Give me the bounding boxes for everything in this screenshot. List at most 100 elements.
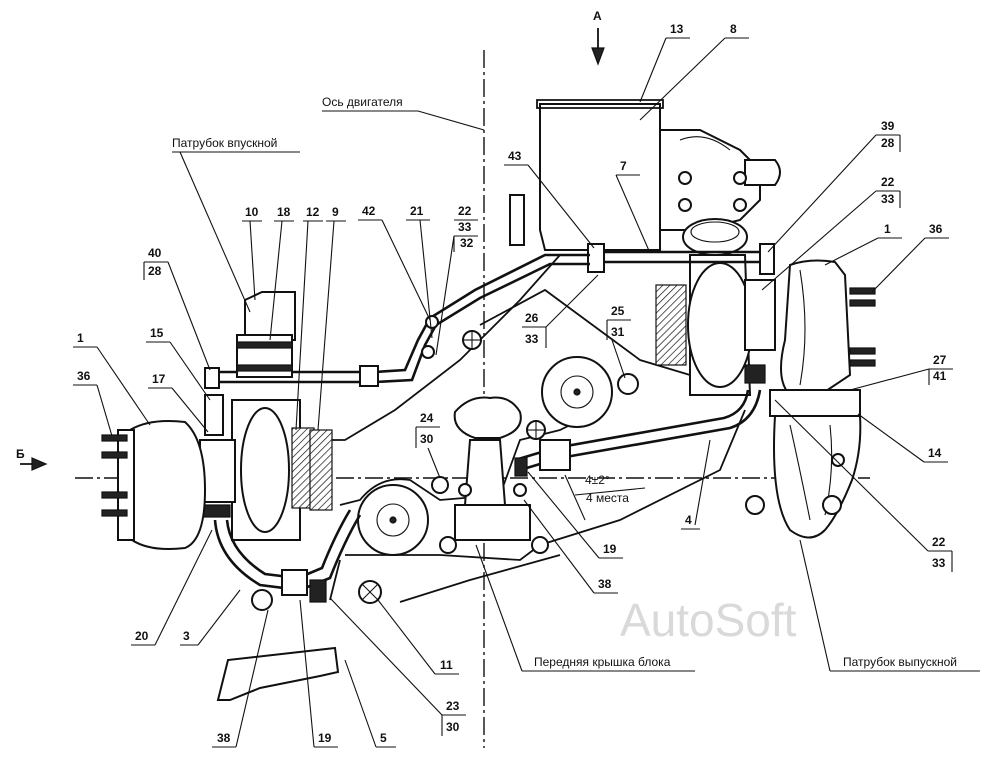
- svg-text:25: 25: [611, 304, 625, 318]
- callout-40-28: 40 28: [143, 246, 211, 371]
- callout-19-mid: 19: [527, 471, 623, 559]
- callout-3: 3: [180, 589, 241, 646]
- svg-text:19: 19: [603, 542, 617, 556]
- callout-9: 9: [317, 205, 346, 431]
- svg-text:Передняя крышка блока: Передняя крышка блока: [534, 655, 671, 669]
- svg-text:42: 42: [362, 204, 376, 218]
- svg-text:20: 20: [135, 629, 149, 643]
- callout-24-30: 24 30: [415, 411, 441, 479]
- callout-36-left: 36: [73, 369, 113, 437]
- svg-text:4: 4: [685, 513, 692, 527]
- svg-text:13: 13: [670, 22, 684, 36]
- caption-intake-pipe: Патрубок впускной: [172, 136, 300, 313]
- callout-14: 14: [857, 413, 948, 463]
- svg-text:22: 22: [458, 204, 472, 218]
- svg-text:17: 17: [152, 372, 166, 386]
- callout-38-bot: 38: [212, 609, 269, 748]
- svg-text:19: 19: [318, 731, 332, 745]
- callout-10: 10: [242, 205, 262, 301]
- callout-22-33-mid: 22 33: [761, 175, 901, 291]
- pulley-right: [541, 356, 613, 428]
- callout-25-31: 25 31: [606, 304, 631, 379]
- callout-7: 7: [615, 159, 651, 254]
- svg-text:39: 39: [881, 119, 895, 133]
- callout-13: 13: [639, 22, 690, 103]
- svg-text:32: 32: [460, 236, 474, 250]
- callout-42: 42: [358, 204, 431, 321]
- callout-8: 8: [639, 22, 749, 121]
- callout-22-33-bot: 22 33: [774, 399, 953, 572]
- view-a-label: А: [593, 9, 602, 23]
- angle-places: 4 места: [586, 491, 629, 505]
- svg-text:33: 33: [881, 192, 895, 206]
- callout-15: 15: [146, 326, 211, 401]
- studs-36-right: [849, 287, 876, 367]
- svg-text:21: 21: [410, 204, 424, 218]
- svg-text:23: 23: [446, 699, 460, 713]
- svg-text:8: 8: [730, 22, 737, 36]
- svg-text:33: 33: [525, 332, 539, 346]
- callout-1-left: 1: [73, 331, 151, 426]
- callout-19-bot: 19: [299, 599, 338, 748]
- svg-text:27: 27: [933, 353, 947, 367]
- callout-36-right: 36: [871, 222, 949, 293]
- svg-text:1: 1: [77, 331, 84, 345]
- svg-text:9: 9: [332, 205, 339, 219]
- oil-line-42: [204, 253, 590, 389]
- oil-line-7: [587, 243, 775, 275]
- callout-1-right: 1: [824, 222, 902, 266]
- callout-5: 5: [344, 659, 396, 748]
- svg-text:22: 22: [881, 175, 895, 189]
- svg-text:Ось двигателя: Ось двигателя: [322, 95, 403, 109]
- svg-text:30: 30: [420, 432, 434, 446]
- callout-23-30: 23 30: [329, 597, 466, 736]
- bolt-11: [358, 580, 382, 604]
- bolt-upper-block: [462, 330, 482, 350]
- bolt-side: [526, 420, 546, 440]
- left-turbocharger: [199, 394, 333, 541]
- svg-text:22: 22: [932, 535, 946, 549]
- svg-text:12: 12: [306, 205, 320, 219]
- svg-text:30: 30: [446, 720, 460, 734]
- callout-17: 17: [148, 372, 209, 433]
- callout-27-41: 27 41: [849, 353, 953, 391]
- studs-36-left: [101, 434, 128, 517]
- view-b-arrow: Б: [16, 447, 48, 471]
- svg-text:11: 11: [440, 658, 453, 672]
- watermark: AutoSoft: [620, 594, 797, 646]
- svg-text:7: 7: [620, 159, 627, 173]
- callout-39-28: 39 28: [767, 119, 901, 253]
- svg-text:28: 28: [881, 136, 895, 150]
- callout-38-mid: 38: [523, 499, 618, 594]
- pulley-left: [357, 484, 429, 556]
- svg-text:24: 24: [420, 411, 434, 425]
- caption-engine-axis: Ось двигателя: [322, 95, 485, 131]
- right-turbocharger: [655, 218, 776, 396]
- callout-21: 21: [406, 204, 433, 339]
- callout-20: 20: [131, 529, 213, 646]
- svg-text:31: 31: [611, 325, 625, 339]
- svg-text:43: 43: [508, 149, 522, 163]
- svg-text:Патрубок выпускной: Патрубок выпускной: [843, 655, 957, 669]
- bolt-24: [431, 476, 449, 494]
- fitting-25: [617, 373, 639, 395]
- svg-text:36: 36: [77, 369, 91, 383]
- left-intake-pipe: [236, 291, 296, 378]
- drain-line-4: [514, 389, 762, 477]
- callout-22-33-32: 22 33 32: [435, 204, 478, 356]
- air-intake-housing: [509, 99, 781, 251]
- drain-line-3: [213, 509, 362, 611]
- callout-26-33: 26 33: [522, 274, 599, 348]
- svg-text:38: 38: [217, 731, 231, 745]
- svg-text:10: 10: [245, 205, 259, 219]
- callout-43: 43: [504, 149, 595, 249]
- svg-text:3: 3: [183, 629, 190, 643]
- callout-11: 11: [377, 599, 459, 675]
- view-a-arrow: А: [591, 9, 605, 66]
- left-exhaust-manifold: [101, 420, 207, 550]
- front-cover-boss: [439, 396, 549, 554]
- oil-pan: [216, 646, 340, 701]
- svg-text:26: 26: [525, 311, 539, 325]
- callout-18: 18: [269, 205, 294, 341]
- exhaust-outlet-pipe: [745, 415, 862, 539]
